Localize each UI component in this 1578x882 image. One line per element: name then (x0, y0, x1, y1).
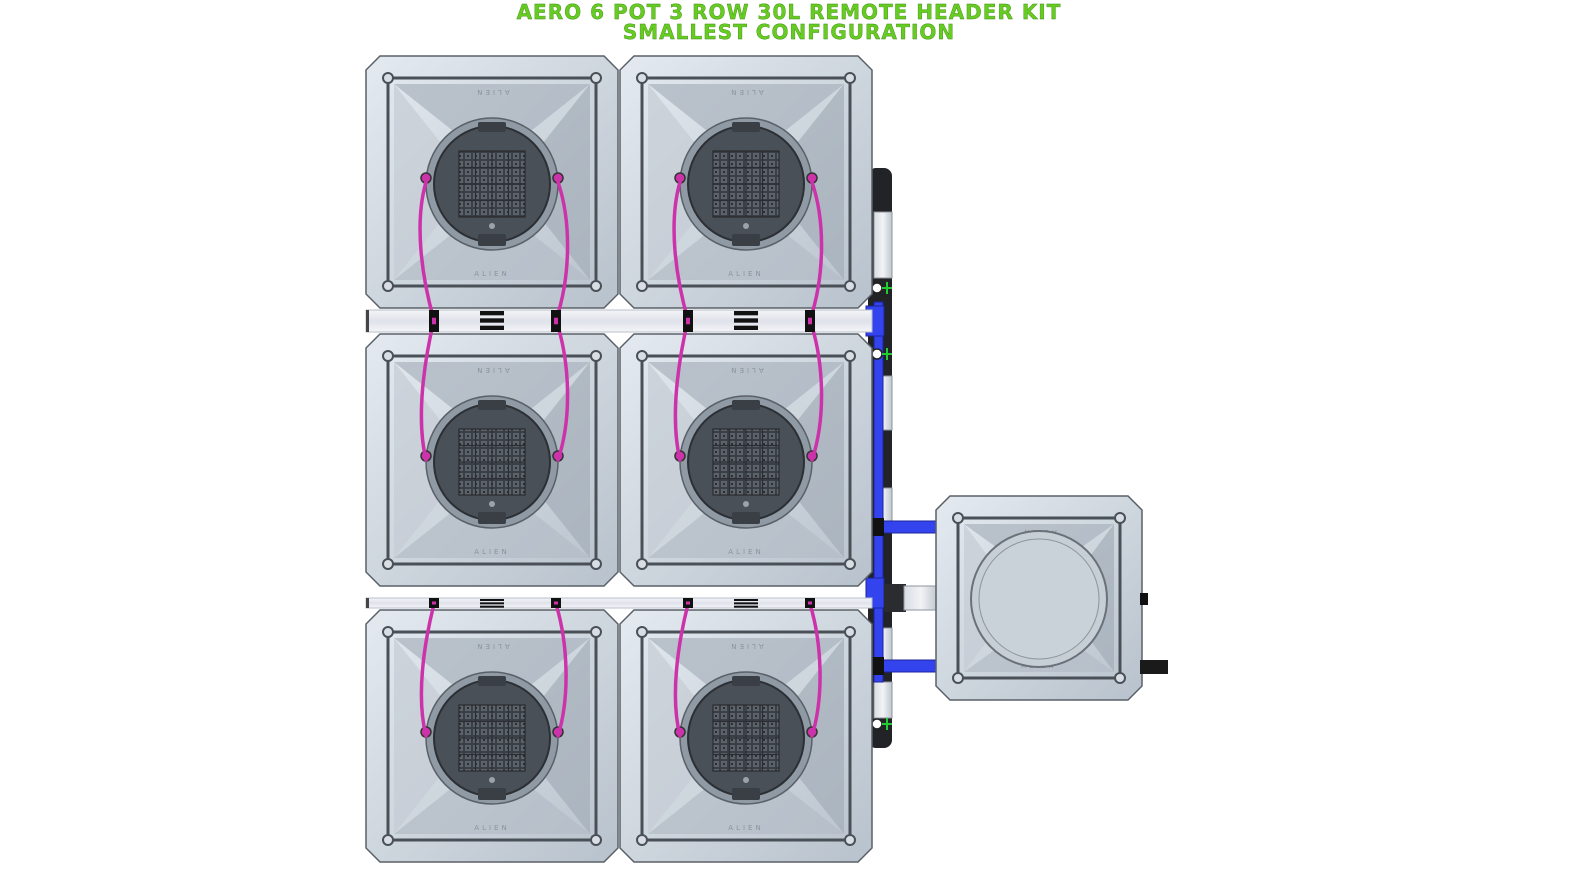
pot[interactable]: ALIEN ALIEN (619, 333, 873, 587)
pot[interactable]: ALIEN ALIEN (619, 609, 873, 863)
valve-icon (871, 282, 892, 294)
feed-hose (673, 602, 690, 738)
title-line-2: SMALLEST CONFIGURATION (622, 20, 956, 44)
rail-row-1 (365, 309, 873, 333)
pot[interactable]: ALIEN ALIEN (365, 55, 619, 309)
pot-brand-label: ALIEN (474, 366, 509, 374)
pot-frame (386, 354, 598, 566)
rail-clips (429, 310, 815, 608)
rail-mark (480, 318, 504, 323)
pot-brand-label: ALIEN (474, 642, 509, 650)
rail-mark (734, 599, 758, 601)
pot[interactable]: ALIEN ALIEN (365, 333, 619, 587)
pot-brand-label: ALIEN (474, 548, 509, 556)
rail-mark (734, 318, 758, 323)
pot-frame (386, 76, 598, 288)
hoses (418, 180, 824, 738)
rail-mark (480, 605, 504, 608)
feed-hose (554, 602, 568, 738)
pot[interactable]: ALIEN ALIEN (619, 55, 873, 309)
rail-mark (480, 602, 504, 605)
feed-hose (419, 602, 436, 738)
feed-hose (808, 180, 824, 322)
feed-hose (554, 180, 570, 322)
reservoir-drain (1140, 660, 1168, 674)
rail-mark (480, 599, 504, 601)
feed-hose (808, 602, 822, 738)
reservoir-fitting (1140, 593, 1148, 605)
rail-mark (734, 605, 758, 608)
feed-hose (672, 180, 690, 322)
feed-hose (673, 318, 690, 462)
header-manifold (865, 168, 941, 748)
valves (871, 282, 892, 730)
pot-brand-label: ALIEN (728, 88, 763, 96)
rail-row-2 (365, 597, 873, 609)
pots: ALIENALIENALIENALIENALIENALIENALIENALIEN… (365, 55, 873, 863)
pot-frame (640, 354, 852, 566)
pot-frame (640, 630, 852, 842)
pot-brand-label: ALIEN (474, 824, 509, 832)
feed-hose (418, 180, 436, 322)
pot-frame (640, 76, 852, 288)
feed-hose (419, 318, 436, 462)
pot-brand-label: ALIEN (728, 824, 763, 832)
rail-mark (480, 311, 504, 316)
rail-mark (734, 311, 758, 316)
title-line-1: AERO 6 POT 3 ROW 30L REMOTE HEADER KIT (516, 0, 1062, 24)
rail-mark (734, 325, 758, 330)
rail-mark (734, 602, 758, 605)
pot-brand-label: ALIEN (728, 270, 763, 278)
rail-mark (480, 325, 504, 330)
pot-brand-label: ALIEN (474, 88, 509, 96)
pot[interactable]: ALIEN ALIEN (365, 609, 619, 863)
pot-frame (956, 516, 1122, 680)
pot-frame (386, 630, 598, 842)
pot-brand-label: ALIEN (474, 270, 509, 278)
diagram-title: AERO 6 POT 3 ROW 30L REMOTE HEADER KIT S… (0, 2, 1578, 42)
feed-hose (808, 318, 824, 462)
feed-hose (554, 318, 570, 462)
pot-brand-label: ALIEN (728, 548, 763, 556)
pot-brand-label: ALIEN (728, 366, 763, 374)
pot-brand-label: ALIEN (728, 642, 763, 650)
